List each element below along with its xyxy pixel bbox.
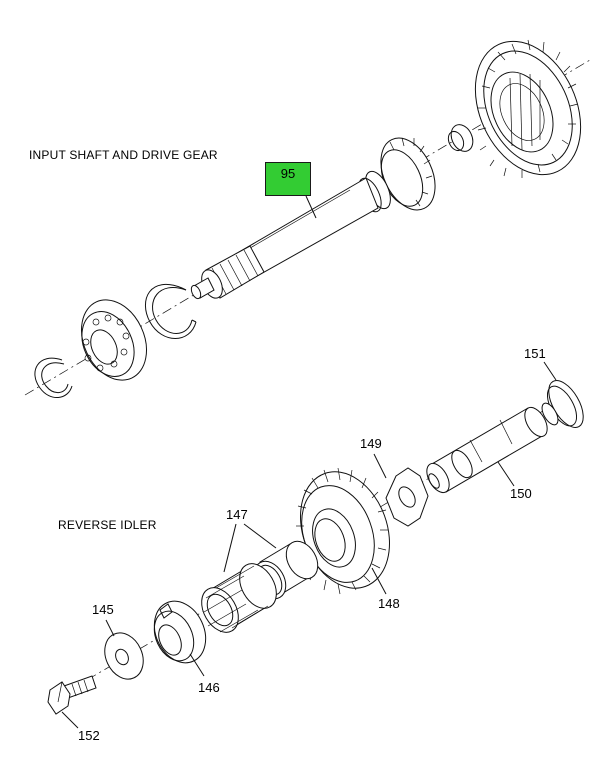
reverse-idler-shaft-part[interactable] [422,401,561,497]
idler-spacer-part[interactable] [145,593,216,671]
leader-149 [373,453,387,479]
leader-145 [105,619,115,637]
leader-151 [543,361,557,381]
callout-146[interactable]: 146 [198,680,220,695]
callout-149[interactable]: 149 [360,436,382,451]
thrust-washer-part[interactable] [385,467,429,527]
reverse-idler-gear-part[interactable] [285,459,405,600]
callout-145[interactable]: 145 [92,602,114,617]
bolt-part[interactable] [47,675,97,715]
callout-95-highlight[interactable]: 95 [265,162,311,196]
drive-gear-part[interactable] [455,24,601,191]
pilot-bearing-part[interactable] [445,121,477,155]
callout-151[interactable]: 151 [524,346,546,361]
leader-147a [223,523,237,573]
callout-147[interactable]: 147 [226,507,248,522]
callout-150[interactable]: 150 [510,486,532,501]
input-shaft-part[interactable] [189,129,445,301]
leader-152 [61,711,79,729]
input-bearing-part[interactable] [69,289,159,390]
leader-95 [305,195,317,219]
input-shaft-section-title: INPUT SHAFT AND DRIVE GEAR [29,148,218,162]
leader-147b [243,523,277,549]
snap-ring-part[interactable] [145,283,197,339]
roller-bearing-part[interactable] [194,557,284,639]
bearing-snap-ring-part[interactable] [34,357,73,398]
leader-150 [497,461,515,487]
callout-152[interactable]: 152 [78,728,100,743]
washer-part[interactable] [98,627,151,686]
leader-146 [189,653,205,677]
callout-148[interactable]: 148 [378,596,400,611]
reverse-idler-section-title: REVERSE IDLER [58,518,157,532]
leader-148 [371,567,387,595]
